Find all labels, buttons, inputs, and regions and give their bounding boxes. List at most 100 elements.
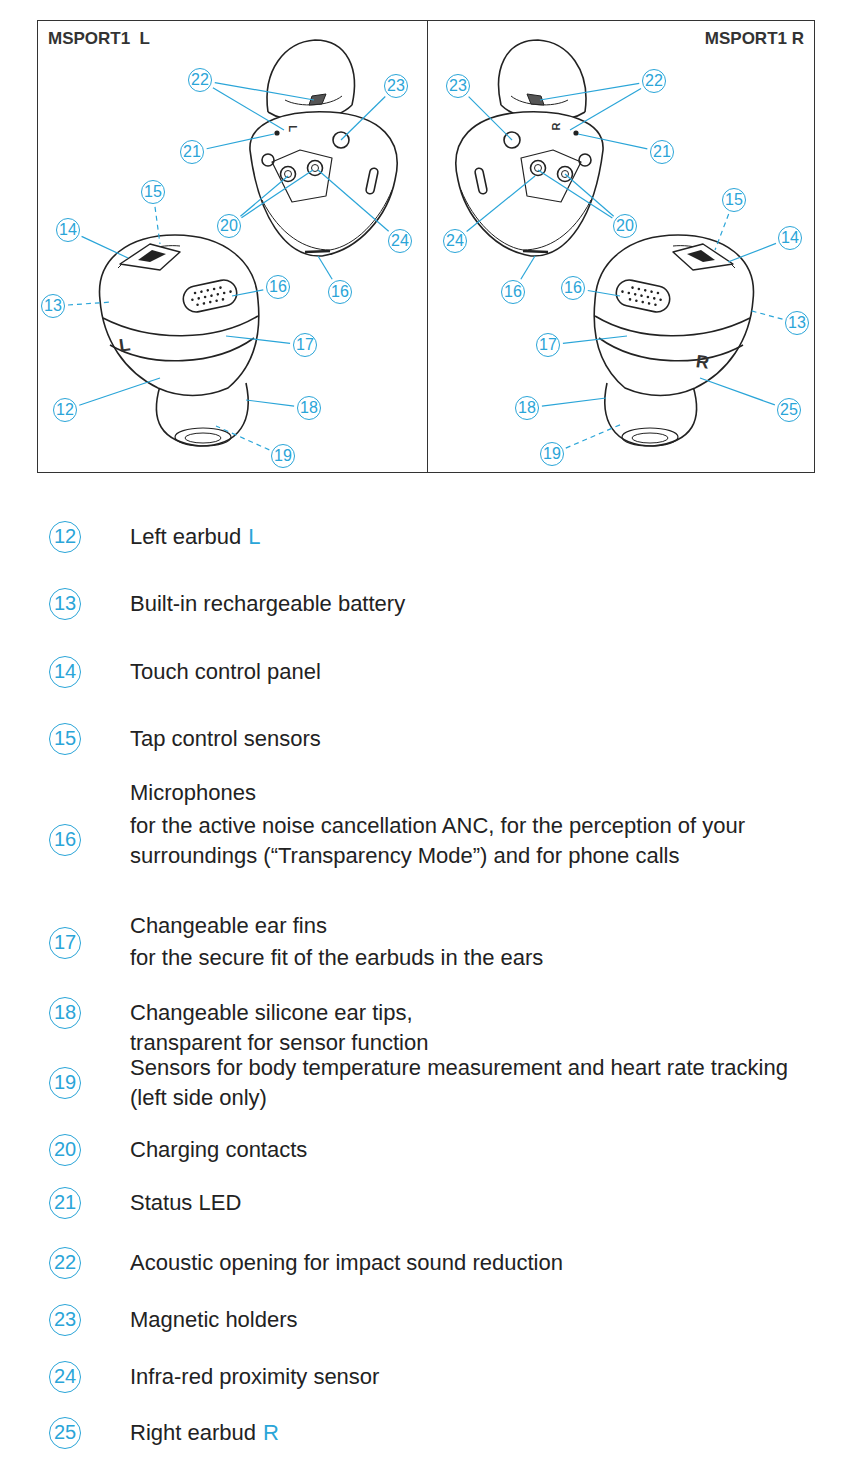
callout-number: 18 [297,396,321,420]
view-panel: MSPORT1 R [427,20,815,473]
callout-number: 16 [501,280,525,304]
callout-number: 13 [785,311,809,335]
legend-text: Charging contacts [130,1135,307,1165]
right-earbud-drawing [456,40,754,446]
callout-number: 16 [328,280,352,304]
callout-number: 17 [293,333,317,357]
leader-line [318,170,389,231]
leader-line [213,88,284,130]
legend-number: 24 [49,1361,81,1393]
leader-line [578,134,647,149]
callout-number: 12 [53,398,77,422]
callout-number: 19 [540,442,564,466]
callout-number: 14 [56,218,80,242]
leader-line [232,290,263,296]
legend-number: 25 [49,1417,81,1449]
leader-line [82,236,128,258]
leader-line [68,302,112,305]
leader-line [588,291,620,296]
leader-line [240,176,288,216]
legend-text: Right earbud [130,1418,256,1448]
legend-text: Microphones [130,778,256,808]
leader-line [521,256,535,279]
legend-text: Changeable silicone ear tips, transparen… [130,998,490,1058]
earbud-letter: L [286,125,297,132]
legend-number: 17 [49,927,81,959]
leader-line [79,378,160,405]
legend-text: Touch control panel [130,657,321,687]
leader-line [246,400,294,406]
callout-number: 21 [180,140,204,164]
legend-number: 20 [49,1134,81,1166]
legend-text: Infra-red proximity sensor [130,1362,379,1392]
leader-line [565,174,614,216]
callout-number: 16 [561,276,585,300]
panel-heading: MSPORT1 L [38,21,427,57]
legend-text: Status LED [130,1188,241,1218]
callout-number: 25 [777,398,801,422]
panel-heading: MSPORT1 R [428,21,814,57]
leader-line [700,378,775,405]
leader-line [715,214,729,250]
side-letter: R [263,1418,279,1448]
legend-text: Magnetic holders [130,1305,298,1335]
legend-number: 14 [49,656,81,688]
leader-lines [68,83,783,450]
legend-text: Changeable ear fins [130,911,327,941]
leader-line [467,176,535,232]
callout-number: 13 [41,294,65,318]
legend-text: Built-in rechargeable battery [130,589,405,619]
earbud-letter: R [694,352,709,372]
callout-number: 24 [443,229,467,253]
callout-number: 15 [141,180,165,204]
leader-line [563,336,627,343]
callout-number: 20 [613,214,637,238]
legend-number: 13 [49,588,81,620]
legend-text: Left earbud [130,522,241,552]
leader-line [540,83,639,100]
side-letter: L [248,522,260,552]
callout-number: 22 [188,68,212,92]
legend-text: Acoustic opening for impact sound reduct… [130,1248,563,1278]
callout-number: 24 [388,229,412,253]
leader-line [542,398,606,406]
leader-line [538,170,612,218]
leader-line [469,97,512,140]
left-earbud-drawing [100,40,398,446]
leader-line [748,310,783,319]
leader-line [226,336,290,343]
earbud-letter: R [551,122,562,130]
legend-number: 16 [49,824,81,856]
callout-number: 22 [642,69,666,93]
callout-number: 18 [515,396,539,420]
callout-number: 19 [271,444,295,468]
callout-number: 16 [266,275,290,299]
callout-number: 23 [446,74,470,98]
view-panel: MSPORT1 L [37,20,428,473]
legend-number: 22 [49,1247,81,1279]
leader-line [216,426,269,450]
leader-line [318,256,332,279]
callout-number: 20 [217,214,241,238]
legend-text: for the secure fit of the earbuds in the… [130,943,543,973]
leader-line [566,424,622,448]
leader-line [155,207,160,244]
legend-number: 19 [49,1067,81,1099]
callout-number: 21 [650,140,674,164]
leader-line [728,243,776,262]
legend-number: 21 [49,1187,81,1219]
earbud-letter: L [117,335,130,354]
legend-number: 12 [49,521,81,553]
legend-text: Tap control sensors [130,724,321,754]
leader-line [207,134,274,149]
leader-line [341,97,385,140]
callout-number: 14 [778,226,802,250]
leader-line [241,170,313,218]
legend-text: for the active noise cancellation ANC, f… [130,811,830,871]
callout-number: 23 [384,74,408,98]
legend-number: 18 [49,997,81,1029]
callout-number: 15 [722,188,746,212]
callout-number: 17 [536,333,560,357]
legend-number: 23 [49,1304,81,1336]
